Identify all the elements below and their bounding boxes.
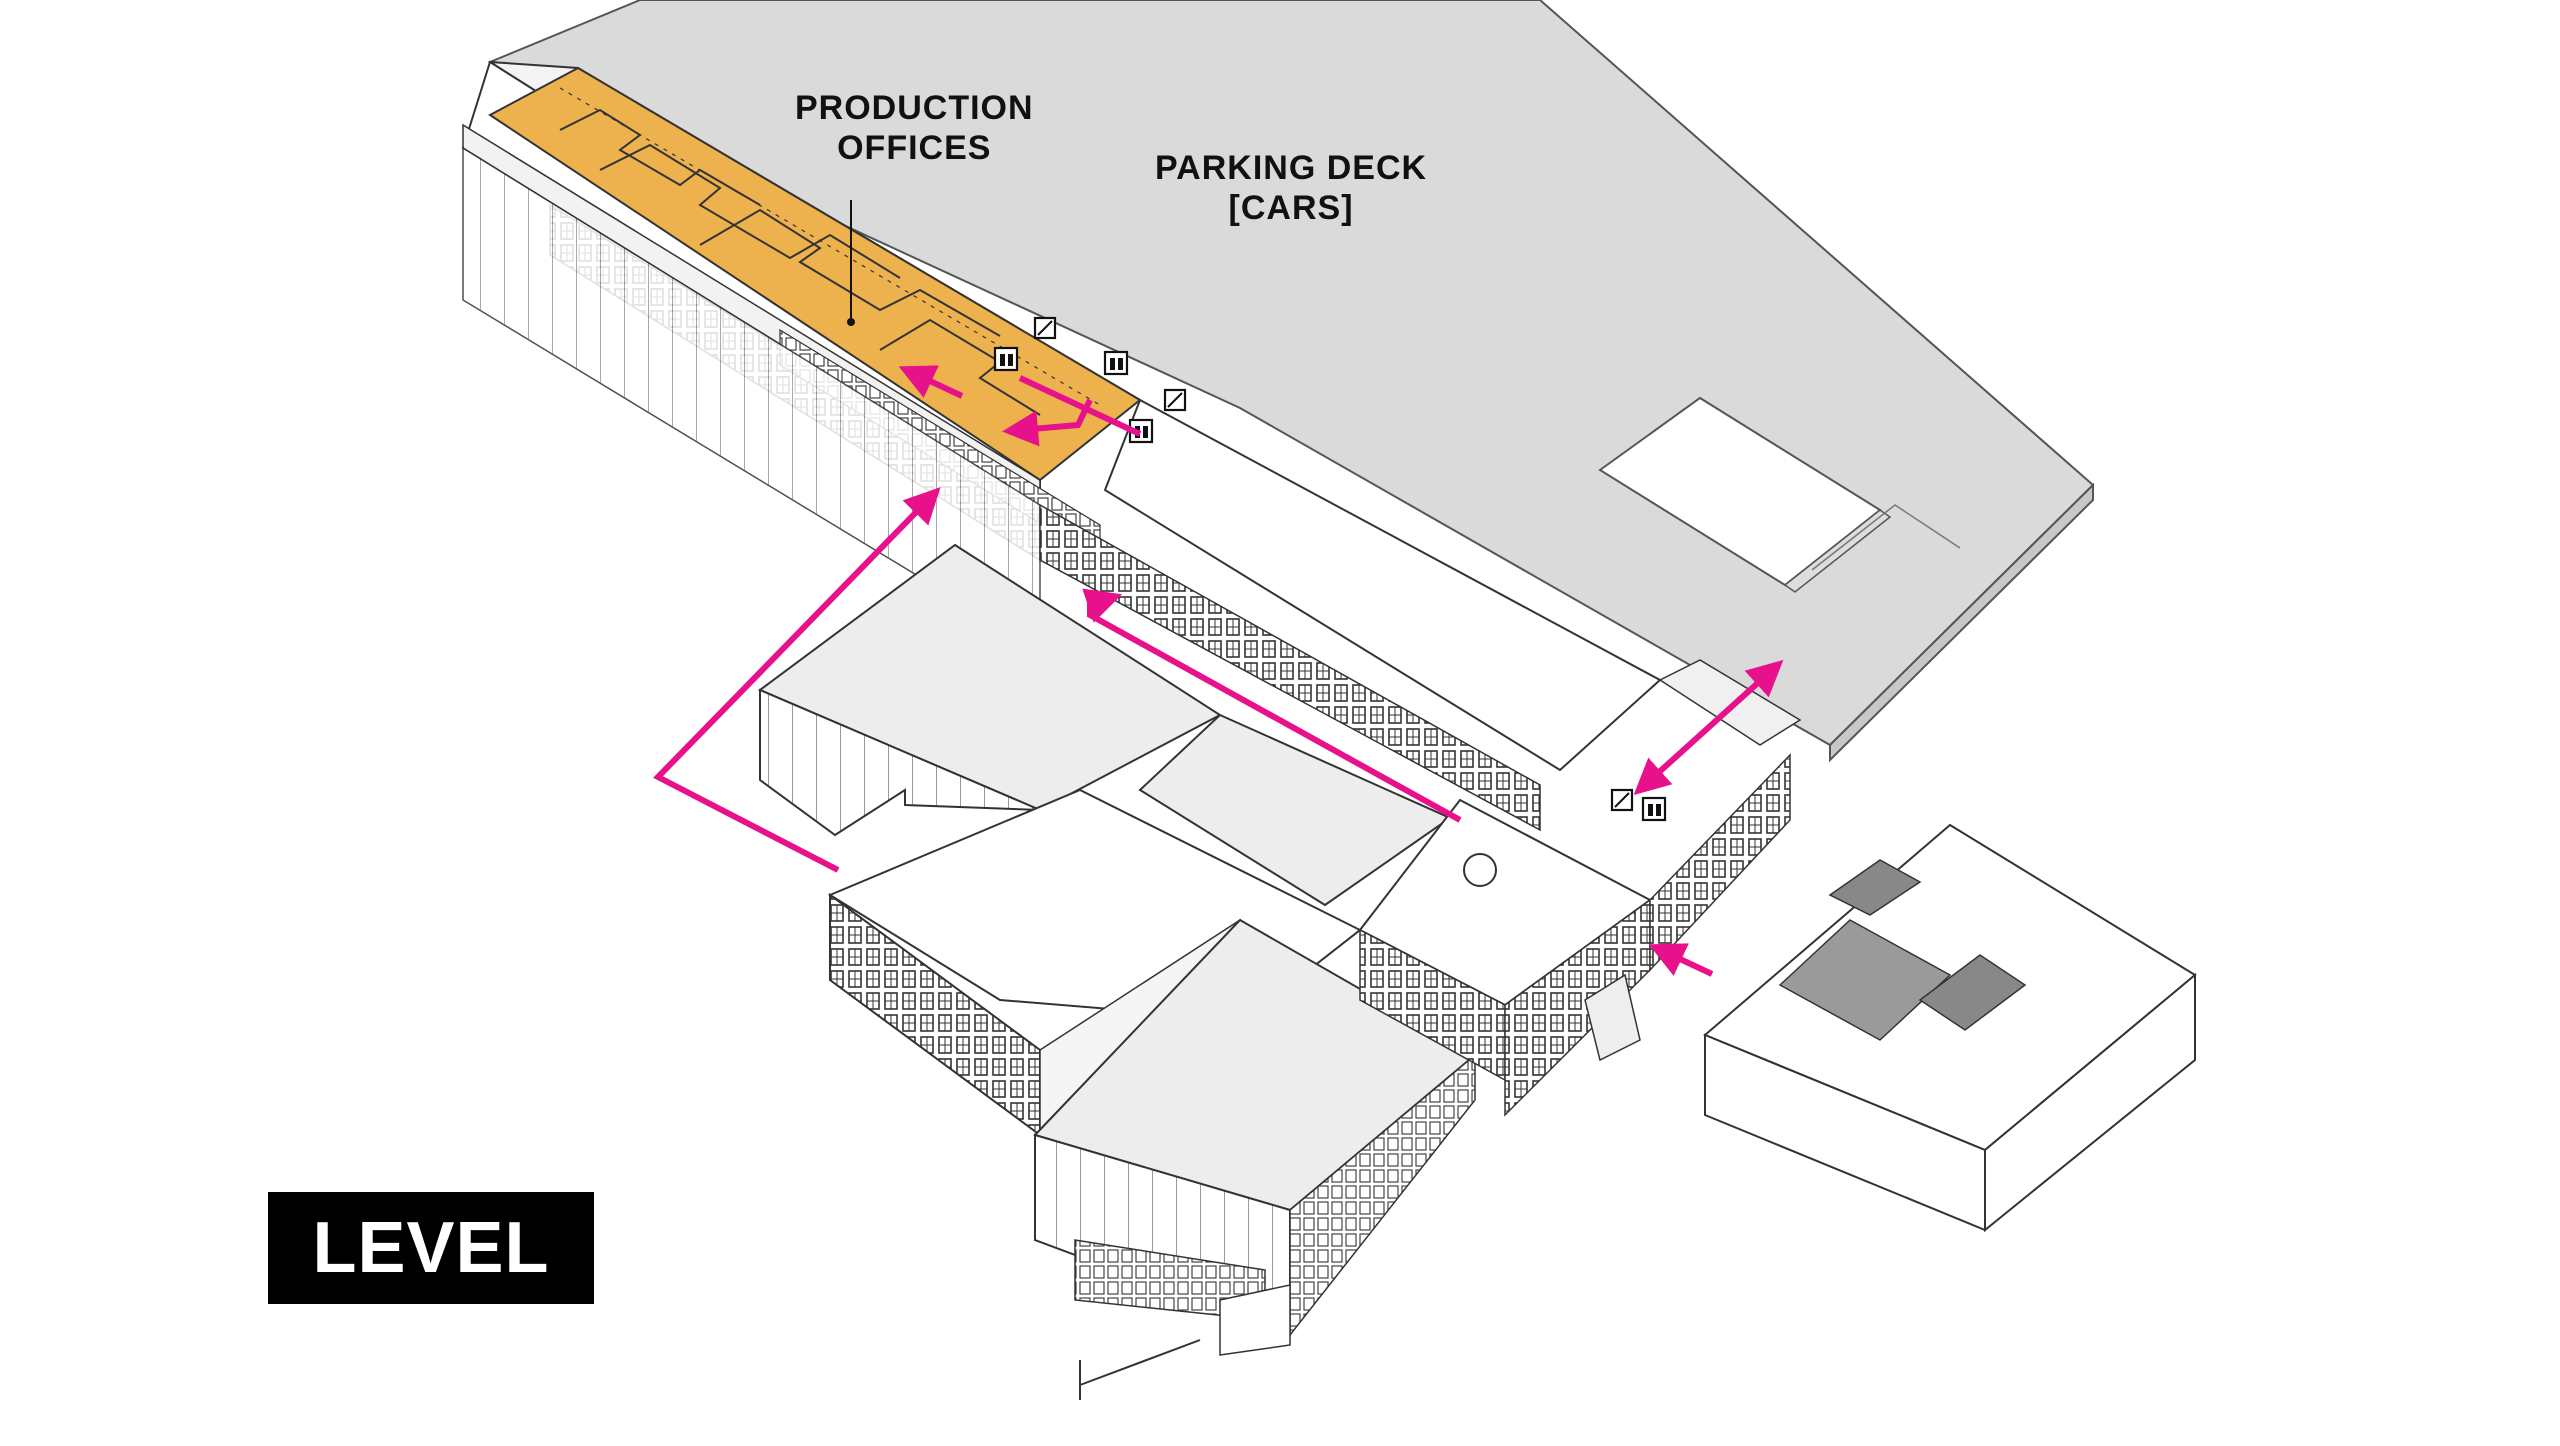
level-badge-text: LEVEL 04 bbox=[312, 1208, 550, 1400]
route-west-loop bbox=[653, 487, 941, 873]
east-block bbox=[1358, 753, 1791, 1117]
elevator-icon bbox=[1103, 350, 1129, 376]
production-label-line2: OFFICES bbox=[837, 129, 992, 167]
route-office-3 bbox=[1002, 398, 1093, 447]
east-detached-building bbox=[1703, 823, 2197, 1233]
stair-icon bbox=[1033, 316, 1057, 340]
route-parking-link bbox=[1633, 659, 1784, 796]
parking-label-line2: [CARS] bbox=[1228, 189, 1354, 227]
level-badge: LEVEL 04 bbox=[268, 1192, 594, 1400]
parking-deck bbox=[487, 0, 2095, 763]
elevator-icon bbox=[993, 346, 1019, 372]
route-east-entry bbox=[1648, 943, 1714, 977]
circulation-routes bbox=[653, 365, 1784, 977]
route-office-2 bbox=[1018, 375, 1142, 437]
west-warehouse bbox=[758, 543, 1453, 907]
production-offices-label: PRODUCTION OFFICES bbox=[795, 88, 1034, 168]
stair-icon bbox=[1610, 788, 1634, 812]
route-mid-loop bbox=[1082, 588, 1462, 823]
production-label-line1: PRODUCTION bbox=[795, 89, 1034, 127]
circulation-icons bbox=[993, 316, 1667, 822]
parking-label-line1: PARKING DECK bbox=[1155, 149, 1428, 187]
route-office-1 bbox=[898, 365, 964, 399]
parking-deck-label: PARKING DECK [CARS] bbox=[1155, 148, 1427, 228]
stair-icon bbox=[1163, 388, 1187, 412]
elevator-icon bbox=[1641, 796, 1667, 822]
